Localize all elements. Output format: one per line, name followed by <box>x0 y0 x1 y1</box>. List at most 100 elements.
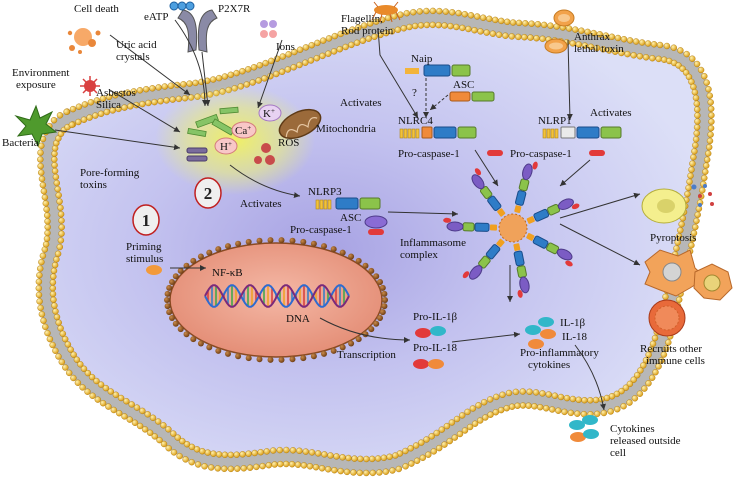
lipid-head <box>337 30 344 38</box>
lipid-head <box>257 449 264 456</box>
lipid-head <box>365 35 372 42</box>
lipid-head <box>57 237 65 244</box>
lipid-head <box>37 149 44 156</box>
lipid-head <box>121 104 128 111</box>
nuclear-pore <box>368 267 375 274</box>
lipid-head <box>51 302 58 309</box>
lipid-head <box>38 311 46 318</box>
lipid-head <box>644 40 652 47</box>
nuclear-pore <box>215 347 222 354</box>
lipid-head <box>395 465 402 473</box>
lipid-head <box>634 372 641 379</box>
lipid-head <box>109 107 116 114</box>
nuclear-pore <box>164 297 170 303</box>
lipid-head <box>392 452 399 459</box>
nuclear-pore <box>197 340 204 347</box>
nuclear-pore <box>377 279 383 285</box>
lipid-head <box>356 469 363 477</box>
immune-cells-icon <box>644 249 733 337</box>
nuclear-pore <box>300 238 307 245</box>
lipid-head <box>221 451 229 458</box>
lipid-head <box>599 46 607 53</box>
lipid-head <box>283 446 290 454</box>
label-ca-ion: Ca+ <box>235 124 251 137</box>
lipid-head <box>618 49 625 57</box>
nuclear-pore <box>169 315 175 321</box>
lipid-head <box>655 55 662 63</box>
lipid-head <box>487 396 494 403</box>
lipid-head <box>75 103 83 110</box>
lipid-head <box>691 89 699 96</box>
p2x7r-receptor-icon <box>177 9 218 53</box>
lipid-head <box>349 26 356 33</box>
lipid-head <box>38 258 45 266</box>
lipid-head <box>192 79 199 87</box>
lipid-head <box>123 398 130 405</box>
lipid-head <box>121 413 128 420</box>
lipid-head <box>448 419 456 426</box>
lipid-head <box>246 464 254 471</box>
lipid-head <box>707 124 715 132</box>
h-ion-icon <box>214 137 238 155</box>
lipid-head <box>51 150 58 157</box>
lipid-head <box>673 245 680 252</box>
lipid-head <box>692 142 699 149</box>
lipid-head <box>492 409 499 416</box>
lipid-head <box>526 388 533 395</box>
lipid-head <box>508 403 516 410</box>
lipid-head <box>351 455 358 462</box>
lipid-head <box>42 200 49 207</box>
step-2-number: 2 <box>204 184 213 203</box>
lipid-head <box>678 220 685 228</box>
lipid-head <box>694 118 701 125</box>
lipid-head <box>308 42 315 49</box>
lipid-head <box>693 130 700 137</box>
lipid-head <box>44 223 51 231</box>
lipid-head <box>89 392 96 399</box>
lipid-head <box>145 99 152 107</box>
lipid-head <box>207 464 215 471</box>
lipid-head <box>690 229 698 237</box>
label-question: ? <box>412 87 417 99</box>
lipid-head <box>693 217 700 225</box>
lipid-head <box>325 35 333 42</box>
lipid-head <box>575 41 582 48</box>
lipid-head <box>483 29 490 36</box>
lipid-head <box>502 32 509 39</box>
label-pyroptosis: Pyroptosis <box>650 232 696 244</box>
lipid-head <box>345 454 352 462</box>
naip-protein <box>405 64 471 77</box>
label-dna: DNA <box>286 313 310 325</box>
lipid-head <box>467 12 475 19</box>
lipid-head <box>638 39 646 46</box>
lipid-head <box>157 97 164 105</box>
nuclear-envelope <box>164 237 388 363</box>
lipid-head <box>131 419 139 426</box>
lipid-head <box>321 451 328 458</box>
lipid-head <box>561 408 568 416</box>
lipid-head <box>170 430 177 437</box>
nuclear-pore <box>339 344 346 351</box>
lipid-head <box>690 83 697 91</box>
nuclear-pore <box>235 240 242 247</box>
lipid-head <box>327 452 334 459</box>
lipid-head <box>689 160 696 167</box>
lipid-head <box>493 393 500 401</box>
lipid-head <box>626 380 634 388</box>
dna-helix <box>204 284 350 308</box>
lipid-head <box>443 422 451 430</box>
lipid-head <box>705 85 712 93</box>
nlrp3-protein <box>315 197 381 210</box>
lipid-head <box>512 388 520 396</box>
lipid-head <box>689 55 696 62</box>
lipid-head <box>662 293 669 300</box>
lipid-head <box>40 188 48 195</box>
lipid-head <box>163 97 170 104</box>
lipid-head <box>551 392 559 399</box>
nuclear-pore <box>245 355 252 362</box>
lipid-head <box>477 417 484 424</box>
lipid-head <box>92 112 99 119</box>
